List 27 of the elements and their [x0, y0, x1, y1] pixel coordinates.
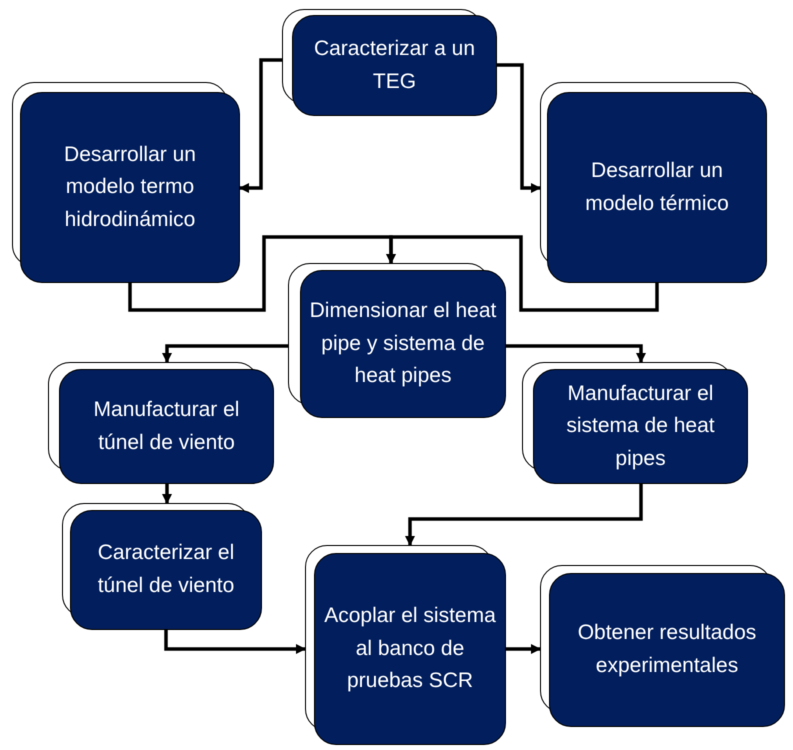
step-text: Caracterizar el túnel de viento [96, 540, 236, 599]
step-text: Desarrollar un modelo térmico [584, 158, 730, 216]
process-box [12, 82, 240, 283]
arrow [162, 344, 288, 363]
step-text: Manufacturar el túnel de viento [92, 396, 240, 456]
process-box [540, 565, 785, 727]
process-box [288, 263, 506, 418]
arrow [164, 630, 306, 654]
step-text: Obtener resultados experimentales [576, 620, 758, 679]
process-box [62, 503, 262, 630]
arrow [497, 63, 541, 193]
arrow [239, 58, 282, 193]
step-text: Dimensionar el heat pipe y sistema de heat pipes [309, 298, 497, 390]
step-text: Acoplar el sistema al banco de pruebas SCR [323, 603, 497, 694]
arrow [162, 484, 172, 504]
arrow [386, 235, 659, 312]
step-text: Desarrollar un modelo termo hidrodinámico [63, 142, 197, 233]
step-text: Manufacturar el sistema de heat pipes [565, 380, 716, 472]
process-box [540, 82, 767, 283]
arrow [506, 644, 541, 654]
process-box [48, 362, 274, 484]
process-box [282, 9, 497, 116]
process-box [305, 545, 506, 745]
process-box [522, 362, 748, 484]
arrow [506, 344, 646, 363]
step-text: Caracterizar a un TEG [312, 36, 476, 94]
arrow [405, 484, 643, 546]
